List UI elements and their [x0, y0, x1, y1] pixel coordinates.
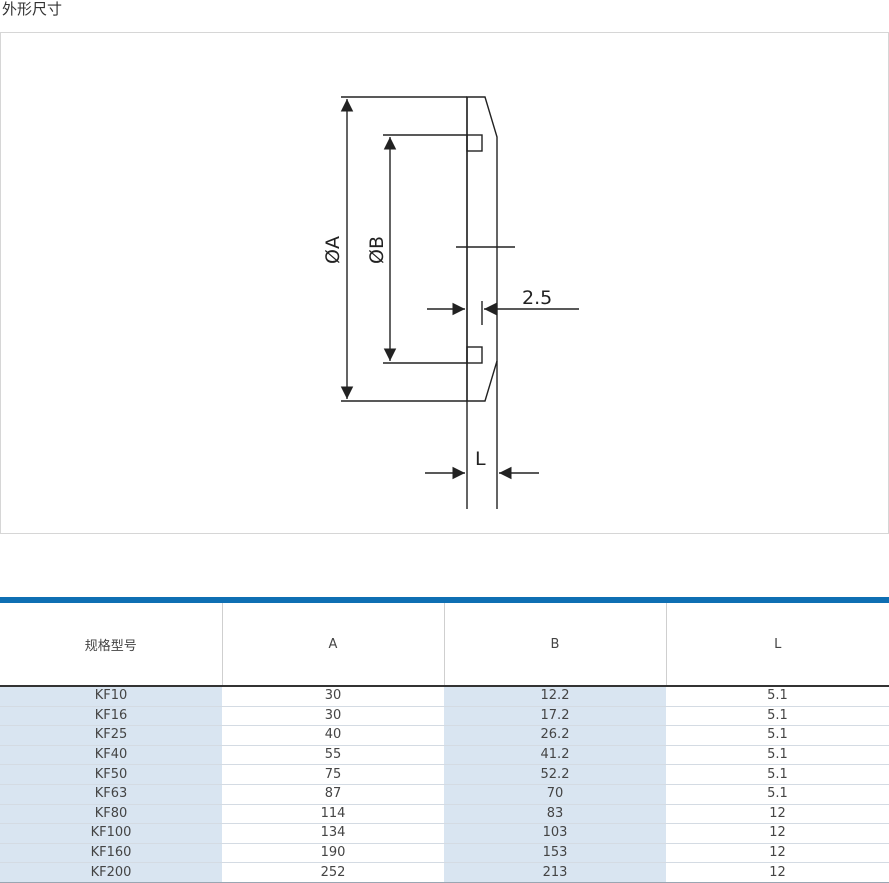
cell-b: 70: [444, 784, 666, 805]
table-row: KF100 134 103 12: [0, 823, 889, 844]
notch-bottom: [466, 346, 483, 364]
cell-model: KF80: [0, 804, 222, 825]
cell-model: KF40: [0, 745, 222, 766]
cell-l: 5.1: [666, 745, 889, 766]
cell-b: 17.2: [444, 706, 666, 727]
cell-model: KF50: [0, 764, 222, 785]
col-header-a: A: [221, 603, 444, 687]
dimension-drawing: ØA ØB 2.5 L: [0, 32, 889, 534]
table-header-row: 规格型号 A B L: [0, 603, 889, 687]
dimension-drawing-svg: ØA ØB 2.5 L: [322, 96, 579, 509]
cell-l: 5.1: [666, 686, 889, 707]
cell-a: 252: [222, 862, 444, 883]
cell-a: 40: [222, 725, 444, 746]
cell-l: 5.1: [666, 706, 889, 727]
label-diameter-a: ØA: [322, 236, 344, 264]
cell-l: 5.1: [666, 784, 889, 805]
table-row: KF16 30 17.2 5.1: [0, 706, 889, 727]
cell-b: 153: [444, 843, 666, 864]
table-row: KF10 30 12.2 5.1: [0, 686, 889, 707]
cell-b: 83: [444, 804, 666, 825]
cell-l: 5.1: [666, 725, 889, 746]
cell-b: 213: [444, 862, 666, 883]
cell-b: 41.2: [444, 745, 666, 766]
label-length: L: [475, 448, 486, 470]
cell-a: 114: [222, 804, 444, 825]
cell-l: 5.1: [666, 764, 889, 785]
table-top-bar: [0, 597, 889, 603]
cell-b: 26.2: [444, 725, 666, 746]
col-header-b: B: [443, 603, 666, 687]
cell-a: 75: [222, 764, 444, 785]
cell-b: 52.2: [444, 764, 666, 785]
table-row: KF200 252 213 12: [0, 862, 889, 883]
cell-model: KF63: [0, 784, 222, 805]
cell-model: KF10: [0, 686, 222, 707]
table-row: KF50 75 52.2 5.1: [0, 764, 889, 785]
cell-a: 134: [222, 823, 444, 844]
cell-model: KF160: [0, 843, 222, 864]
cell-a: 87: [222, 784, 444, 805]
table-row: KF160 190 153 12: [0, 843, 889, 864]
cell-b: 12.2: [444, 686, 666, 707]
spec-table-section: 规格型号 A B L KF10 30 12.2 5.1 KF16 30 17.2…: [0, 597, 889, 883]
col-header-l: L: [665, 603, 889, 687]
table-row: KF80 114 83 12: [0, 804, 889, 825]
cell-model: KF25: [0, 725, 222, 746]
label-diameter-b: ØB: [366, 236, 388, 264]
table-row: KF40 55 41.2 5.1: [0, 745, 889, 766]
table-row: KF63 87 70 5.1: [0, 784, 889, 805]
cell-b: 103: [444, 823, 666, 844]
cell-a: 30: [222, 686, 444, 707]
label-offset: 2.5: [522, 287, 552, 309]
cell-model: KF200: [0, 862, 222, 883]
col-header-model: 规格型号: [0, 603, 222, 687]
cell-model: KF100: [0, 823, 222, 844]
cell-l: 12: [666, 823, 889, 844]
cell-a: 190: [222, 843, 444, 864]
cell-a: 55: [222, 745, 444, 766]
cell-l: 12: [666, 804, 889, 825]
cell-model: KF16: [0, 706, 222, 727]
cell-l: 12: [666, 843, 889, 864]
cell-l: 12: [666, 862, 889, 883]
table-row: KF25 40 26.2 5.1: [0, 725, 889, 746]
notch-top: [466, 134, 483, 152]
section-title: 外形尺寸: [2, 0, 63, 18]
spec-table: 规格型号 A B L KF10 30 12.2 5.1 KF16 30 17.2…: [0, 603, 889, 883]
cell-a: 30: [222, 706, 444, 727]
